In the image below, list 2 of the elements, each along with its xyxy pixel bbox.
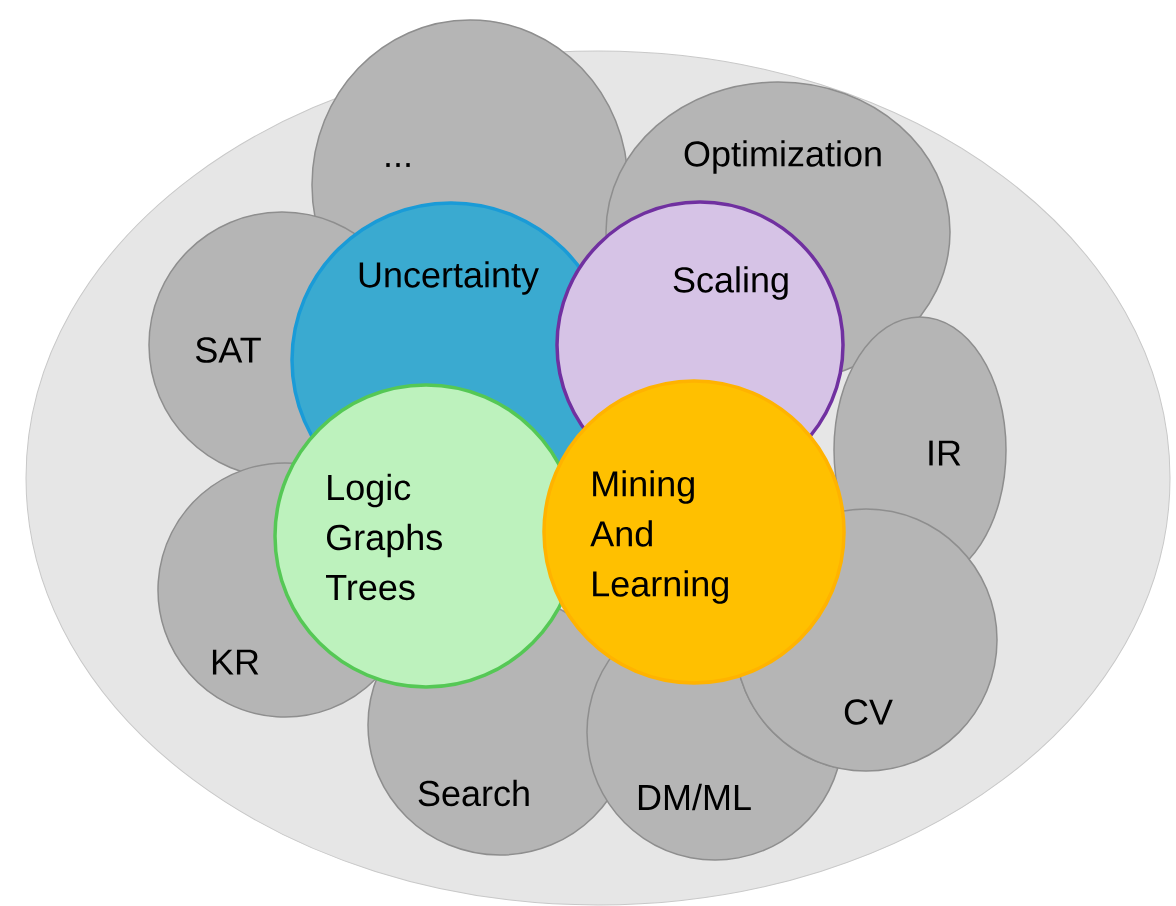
circle-node: Logic Graphs Trees xyxy=(273,383,579,689)
circle-node: Mining And Learning xyxy=(542,379,846,685)
